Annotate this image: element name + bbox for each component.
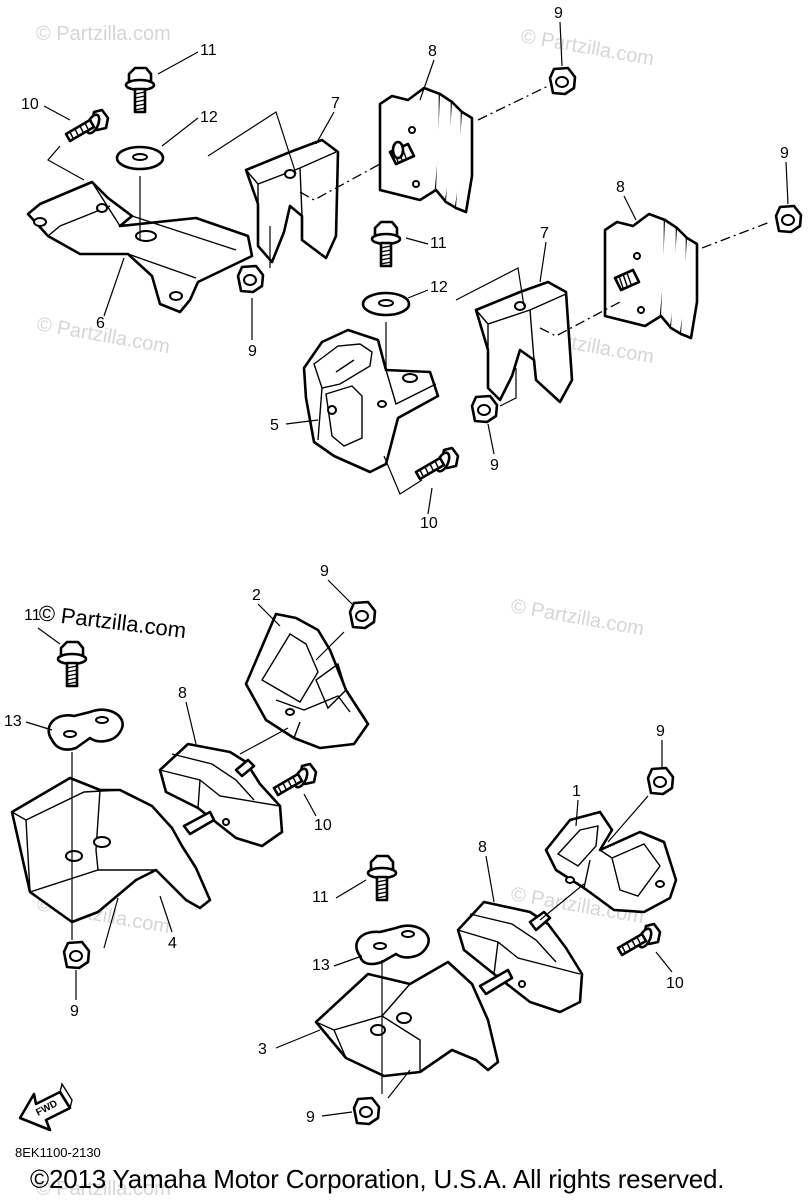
mount-8-left (158, 742, 284, 848)
callout-9-e: 9 (320, 563, 329, 580)
callout-9-h: 9 (306, 1109, 315, 1126)
callout-13-b: 13 (312, 957, 330, 974)
callout-8-c: 8 (178, 685, 187, 702)
callout-9-c: 9 (780, 145, 789, 162)
callout-3: 3 (258, 1041, 267, 1058)
diagram-code: 8EK1100-2130 (15, 1145, 101, 1160)
callout-9-d: 9 (490, 457, 499, 474)
callout-4: 4 (168, 935, 177, 952)
callout-9-b: 9 (554, 5, 563, 22)
callout-10-a: 10 (21, 96, 39, 113)
callout-7-b: 7 (540, 225, 549, 242)
callout-9-f: 9 (70, 1003, 79, 1020)
callout-11-b: 11 (430, 235, 447, 252)
callout-13-a: 13 (4, 713, 22, 730)
watermark-5: © Partzilla.com (509, 595, 646, 640)
callout-11-c: 11 (24, 607, 41, 624)
callout-10-b: 10 (420, 515, 438, 532)
bracket-6 (26, 180, 254, 314)
callout-5: 5 (270, 417, 279, 434)
watermark-8: © Partzilla.com (36, 1178, 171, 1200)
callout-6: 6 (96, 315, 105, 332)
bracket-7-mid (474, 280, 574, 404)
washer-13-left (47, 708, 124, 751)
bracket-5 (302, 328, 440, 474)
copyright-notice: ©2013 Yamaha Motor Corporation, U.S.A. A… (30, 1164, 725, 1194)
callout-8-d: 8 (478, 839, 487, 856)
assembly-top-left (26, 66, 577, 314)
assembly-bottom-right (314, 766, 678, 1126)
callout-2: 2 (252, 587, 261, 604)
watermark-2: © Partzilla.com (519, 25, 656, 70)
callout-8-b: 8 (616, 179, 625, 196)
assembly-mid-right (302, 204, 803, 495)
mount-8-right (456, 900, 584, 1014)
bracket-2 (244, 612, 370, 750)
fwd-arrow-icon: FWD (18, 1082, 73, 1132)
callout-12-a: 12 (200, 109, 218, 126)
assembly-bottom-left (10, 600, 377, 970)
bracket-1 (544, 810, 678, 914)
callout-9-a: 9 (248, 343, 257, 360)
callout-11-a: 11 (200, 42, 217, 59)
callout-10-d: 10 (666, 975, 684, 992)
callout-7-a: 7 (331, 95, 340, 112)
callout-9-g: 9 (656, 723, 665, 740)
callout-1: 1 (572, 783, 581, 800)
callout-12-b: 12 (430, 279, 448, 296)
callout-10-c: 10 (314, 817, 332, 834)
watermark-1: © Partzilla.com (36, 23, 171, 45)
callout-8-a: 8 (428, 43, 437, 60)
washer-13-right (355, 924, 430, 966)
callout-11-d: 11 (312, 889, 329, 906)
watermark-main: © Partzilla.com (37, 600, 187, 643)
bracket-7-top (244, 138, 340, 264)
callouts: 10 11 12 6 9 7 8 9 11 12 5 7 8 9 9 10 11 (4, 5, 789, 1126)
